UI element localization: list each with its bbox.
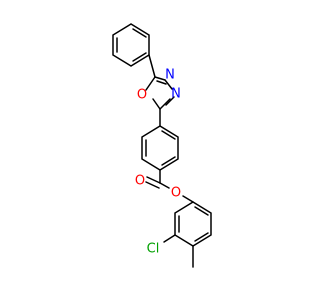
oxadiazole-bond — [159, 98, 171, 110]
bonds — [112, 23, 212, 268]
oxadiazole-bond — [145, 76, 156, 91]
phenyl-double-bond — [132, 52, 147, 62]
aryl-double-bond — [194, 206, 209, 216]
carbonyl-bond — [146, 176, 161, 184]
benzene-double-bond — [161, 130, 176, 140]
oxadiazole-bond — [164, 79, 173, 90]
carbonyl-double-bond — [145, 181, 160, 189]
structure-canvas: O N N O O Cl — [0, 0, 300, 300]
oxadiazole-nitrogen-label: N — [165, 68, 175, 83]
oxadiazole-oxygen-label: O — [137, 88, 147, 103]
atom-labels: O N N O O Cl — [135, 68, 181, 257]
aryl-double-bond — [194, 232, 209, 242]
ester-o-bond — [159, 182, 170, 189]
oxadiazole-double-bond — [156, 80, 167, 85]
benzene-double-bond — [161, 156, 176, 166]
phenyl-oxadiazole-bond — [148, 54, 156, 78]
phenyl-ring — [112, 23, 150, 67]
oxadiazole-double-bond — [165, 96, 175, 106]
oxadiazole-bond — [154, 76, 166, 81]
molecule-drawing: O N N O O Cl — [0, 0, 300, 300]
ester-oxygen-label: O — [171, 186, 181, 201]
chlorine-bond — [163, 234, 176, 243]
chlorine-label: Cl — [147, 242, 160, 257]
carbonyl-oxygen-label: O — [135, 174, 145, 189]
background — [0, 0, 300, 300]
phenyl-double-bond — [132, 28, 147, 38]
ester-aryl-bond — [182, 195, 194, 203]
oxadiazole-nitrogen-label: N — [171, 87, 181, 102]
oxadiazole-bond — [152, 98, 161, 110]
